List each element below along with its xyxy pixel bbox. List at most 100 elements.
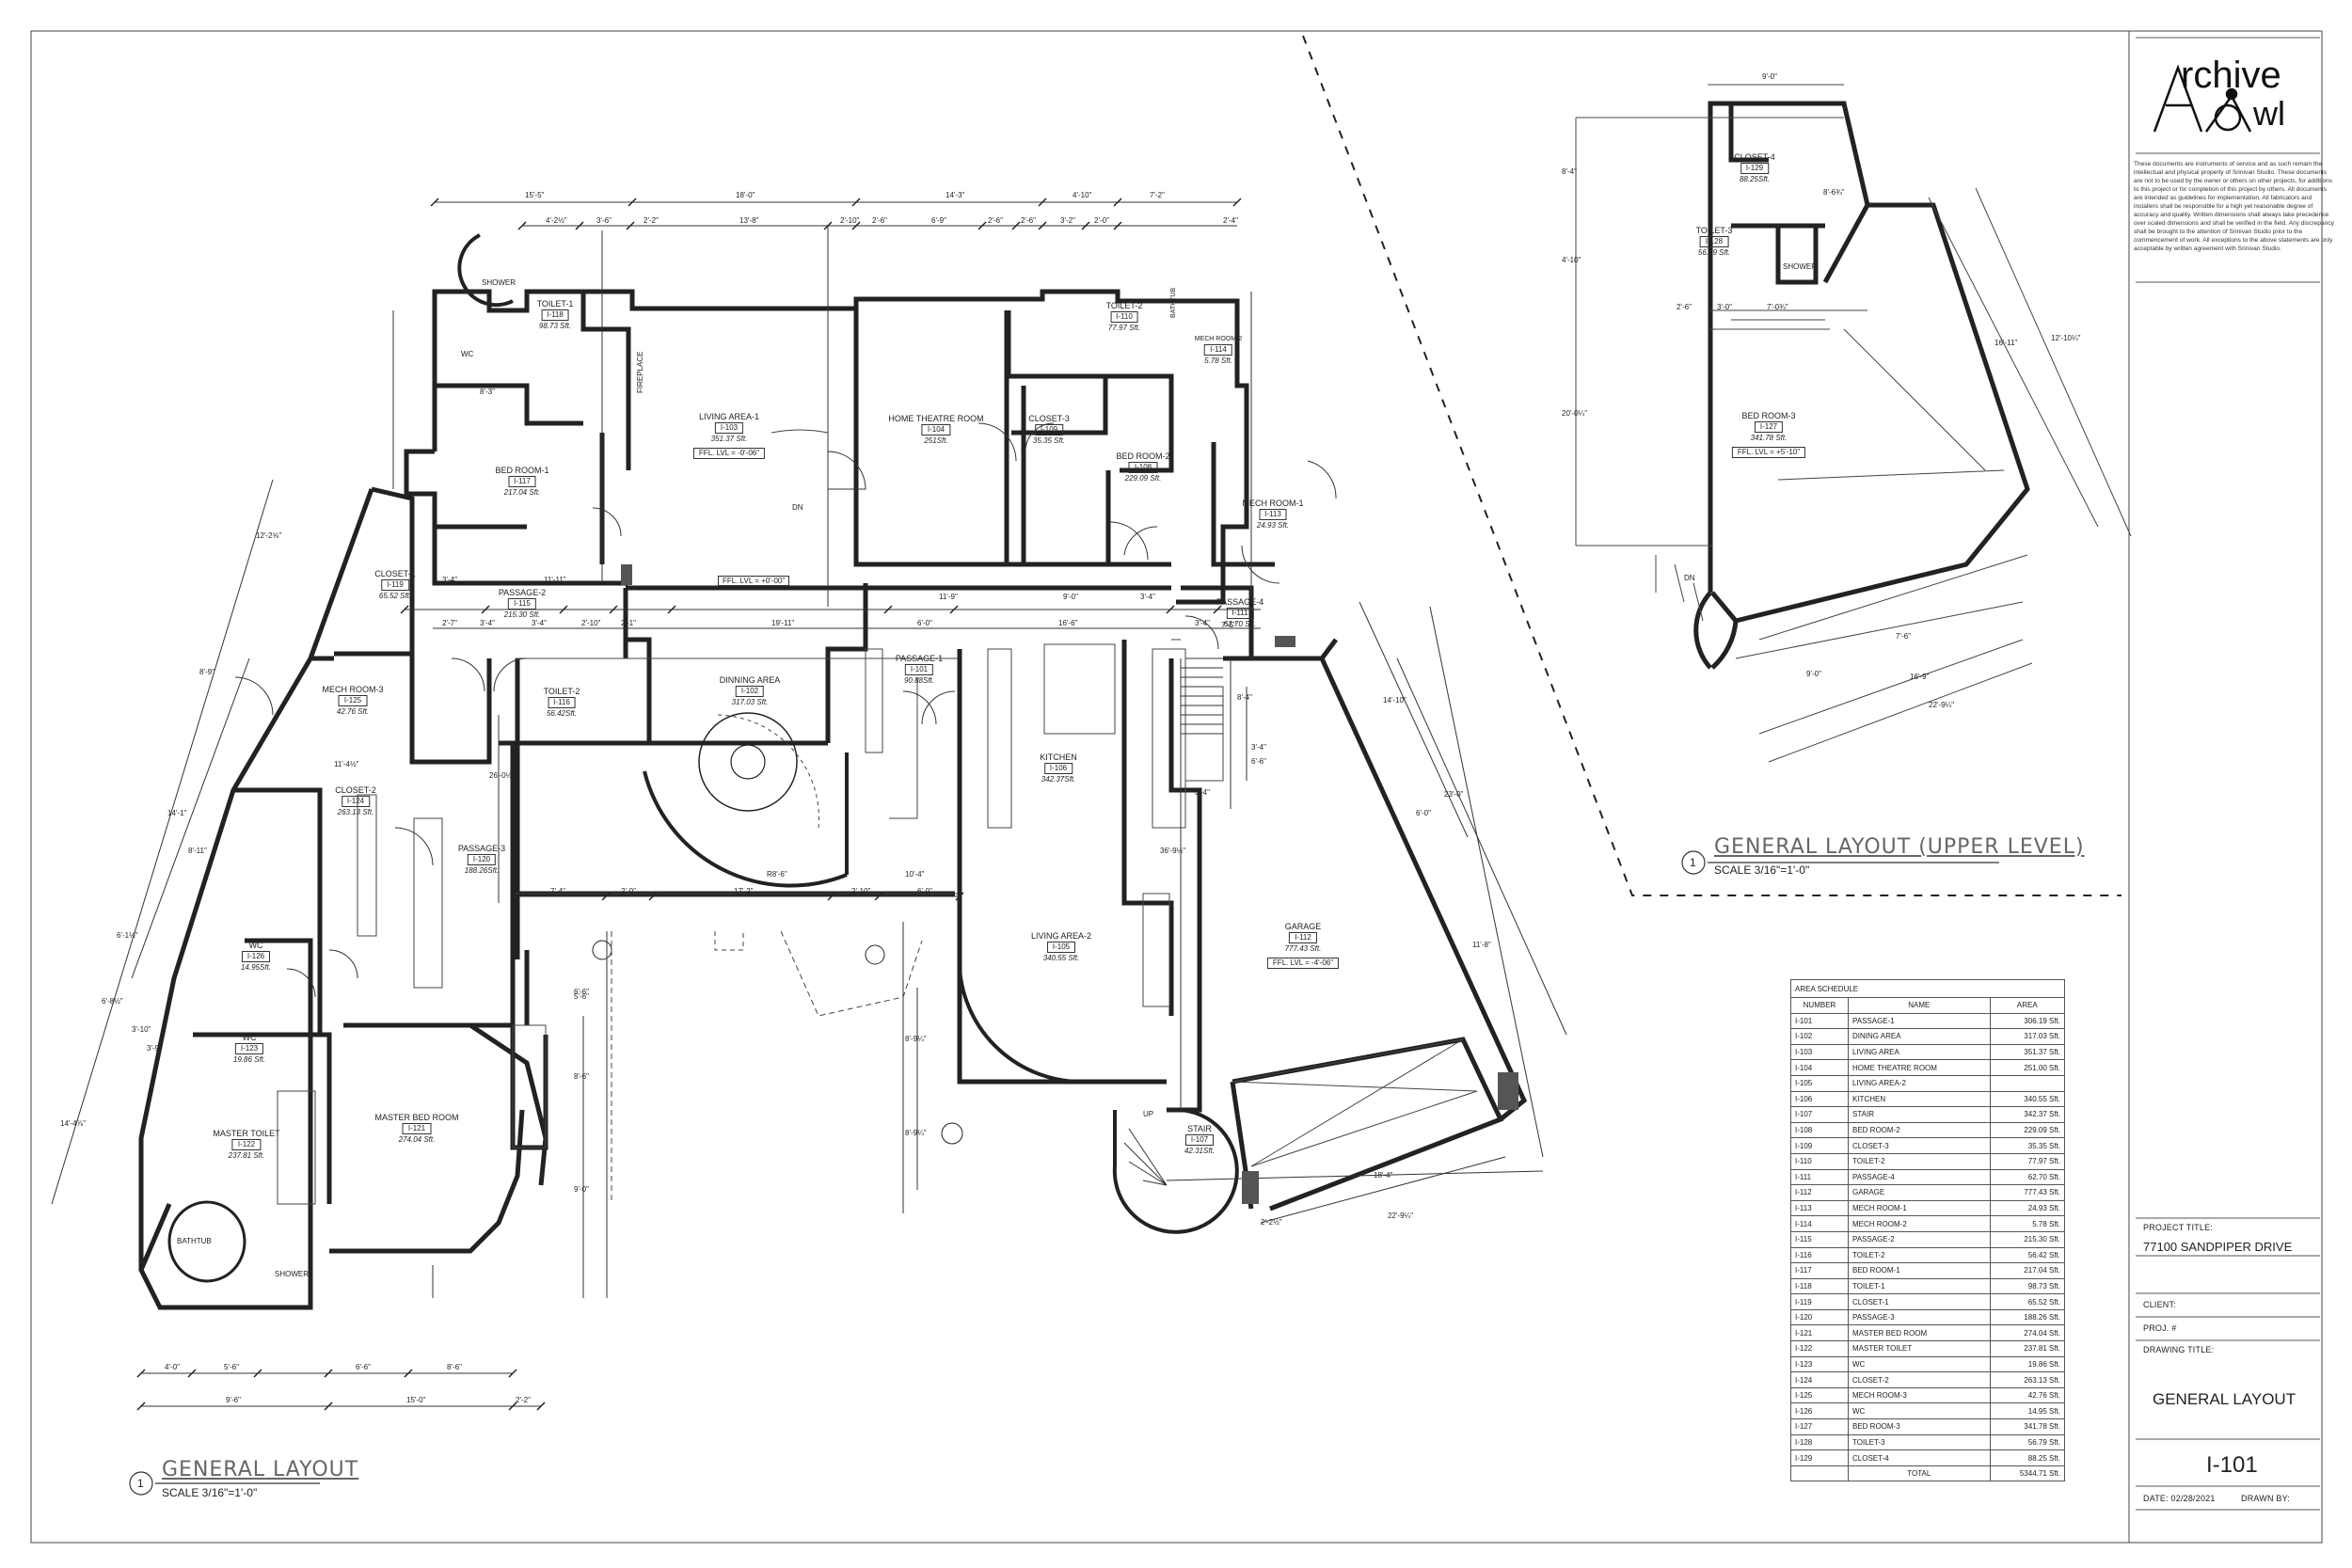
stair-dn-main: DN — [792, 503, 803, 512]
dim-mid-14: 3'-4" — [1195, 788, 1210, 797]
copyright-notes: These documents are instruments of servi… — [2134, 161, 2334, 252]
schedule-number: I-126 — [1790, 1402, 1849, 1420]
dim-mid-0: 2'-7" — [442, 619, 457, 627]
schedule-name: PASSAGE-1 — [1848, 1012, 1991, 1030]
schedule-name: LIVING AREA — [1848, 1043, 1991, 1061]
dim-mid-5: 19'-11" — [771, 619, 795, 627]
sheet-number: I-101 — [2206, 1452, 2258, 1478]
schedule-number: I-113 — [1790, 1199, 1849, 1217]
title-block-lines — [2136, 37, 2320, 1511]
schedule-area — [1989, 1074, 2066, 1092]
dim-upper-2: 4'-10" — [1562, 256, 1581, 264]
dim-mid-6: 6'-0" — [917, 619, 932, 627]
schedule-number: I-118 — [1790, 1277, 1849, 1295]
dim-right-9: 8'-9¼" — [905, 1129, 927, 1137]
dim-mid-10: 11'-9" — [939, 593, 958, 601]
schedule-area: 35.35 Sft. — [1989, 1137, 2066, 1154]
dim-left-9: 11'-4½" — [334, 760, 359, 768]
dim-bot-7: 7'-4" — [550, 887, 565, 895]
dim-right-13: 5'-6" — [574, 992, 589, 1001]
schedule-area: 42.76 Sft. — [1989, 1386, 2066, 1404]
client-label: CLIENT: — [2143, 1300, 2176, 1309]
schedule-number: I-105 — [1790, 1074, 1849, 1092]
dim-mid-1: 3'-4" — [480, 619, 495, 627]
schedule-area: 251.00 Sft. — [1989, 1059, 2066, 1076]
dim-left-2: 14'-1" — [167, 809, 187, 817]
schedule-name: TOILET-1 — [1848, 1277, 1991, 1295]
main-view-marker: 1 — [137, 1477, 144, 1490]
schedule-name: CLOSET-2 — [1848, 1371, 1991, 1388]
dim-left-10: 26'-0½" — [489, 771, 516, 780]
door-swings — [234, 422, 1337, 998]
dim-upper-5: 3'-0" — [1717, 303, 1732, 311]
dim-top-13: 2'-6" — [1021, 216, 1036, 225]
dim-top-14: 3'-2" — [1060, 216, 1075, 225]
schedule-number: I-102 — [1790, 1028, 1849, 1045]
dim-top-6: 3'-6" — [596, 216, 612, 225]
dim-upper-9: 7'-6" — [1896, 632, 1911, 641]
stair-dn-upper: DN — [1684, 574, 1695, 582]
date: DATE: 02/28/2021 — [2143, 1494, 2216, 1503]
schedule-area: 237.81 Sft. — [1989, 1340, 2066, 1357]
dim-bot-14: 2'-2½" — [1261, 1218, 1282, 1227]
dim-upper-11: 22'-9¼" — [1929, 701, 1955, 709]
interior-lines — [277, 429, 1478, 1205]
schedule-area: 5.78 Sft. — [1989, 1215, 2066, 1232]
schedule-area: 306.19 Sft. — [1989, 1012, 2066, 1030]
schedule-area: 14.95 Sft. — [1989, 1402, 2066, 1420]
stair-up: UP — [1143, 1110, 1154, 1118]
schedule-name: WC — [1848, 1402, 1991, 1420]
dim-top-12: 2'-6" — [988, 216, 1003, 225]
schedule-number: I-109 — [1790, 1137, 1849, 1154]
dim-left-7: 3'-10" — [132, 1025, 151, 1034]
dim-upper-3: 20'-0¼" — [1562, 409, 1588, 418]
schedule-number: I-108 — [1790, 1121, 1849, 1139]
dim-mid-7: 16'-6" — [1058, 619, 1078, 627]
schedule-number: I-121 — [1790, 1324, 1849, 1342]
schedule-name: BED ROOM-1 — [1848, 1262, 1991, 1279]
dim-top-0: 15'-5" — [525, 191, 545, 199]
dim-upper-10: 16'-9" — [1910, 673, 1930, 681]
schedule-area: 56.42 Sft. — [1989, 1246, 2066, 1264]
dim-bot-13: 22'-9¼" — [1388, 1212, 1414, 1220]
schedule-name: CLOSET-1 — [1848, 1293, 1991, 1310]
dim-upper-8: 9'-0" — [1806, 670, 1821, 678]
dim-top-3: 4'-10" — [1073, 191, 1092, 199]
archive-owl-logo — [2153, 64, 2252, 133]
upper-level-walls — [1693, 101, 2030, 670]
dim-mid-2: 3'-4" — [532, 619, 547, 627]
dim-left-4: 6'-1½" — [117, 931, 138, 940]
logo-word-bottom: wl — [2253, 94, 2285, 133]
dim-bot-2: 6'-6" — [356, 1363, 371, 1371]
dim-right-2: 6'-0" — [1416, 809, 1431, 817]
dim-top-9: 2'-10" — [840, 216, 860, 225]
project-title: 77100 SANDPIPER DRIVE — [2143, 1240, 2293, 1254]
schedule-area: 340.55 Sft. — [1989, 1090, 2066, 1108]
schedule-area: 62.70 Sft. — [1989, 1168, 2066, 1186]
dim-upper-6: 7'-0¾" — [1767, 303, 1788, 311]
dim-mid-16: 3'-4" — [442, 576, 457, 584]
schedule-number: I-114 — [1790, 1215, 1849, 1232]
